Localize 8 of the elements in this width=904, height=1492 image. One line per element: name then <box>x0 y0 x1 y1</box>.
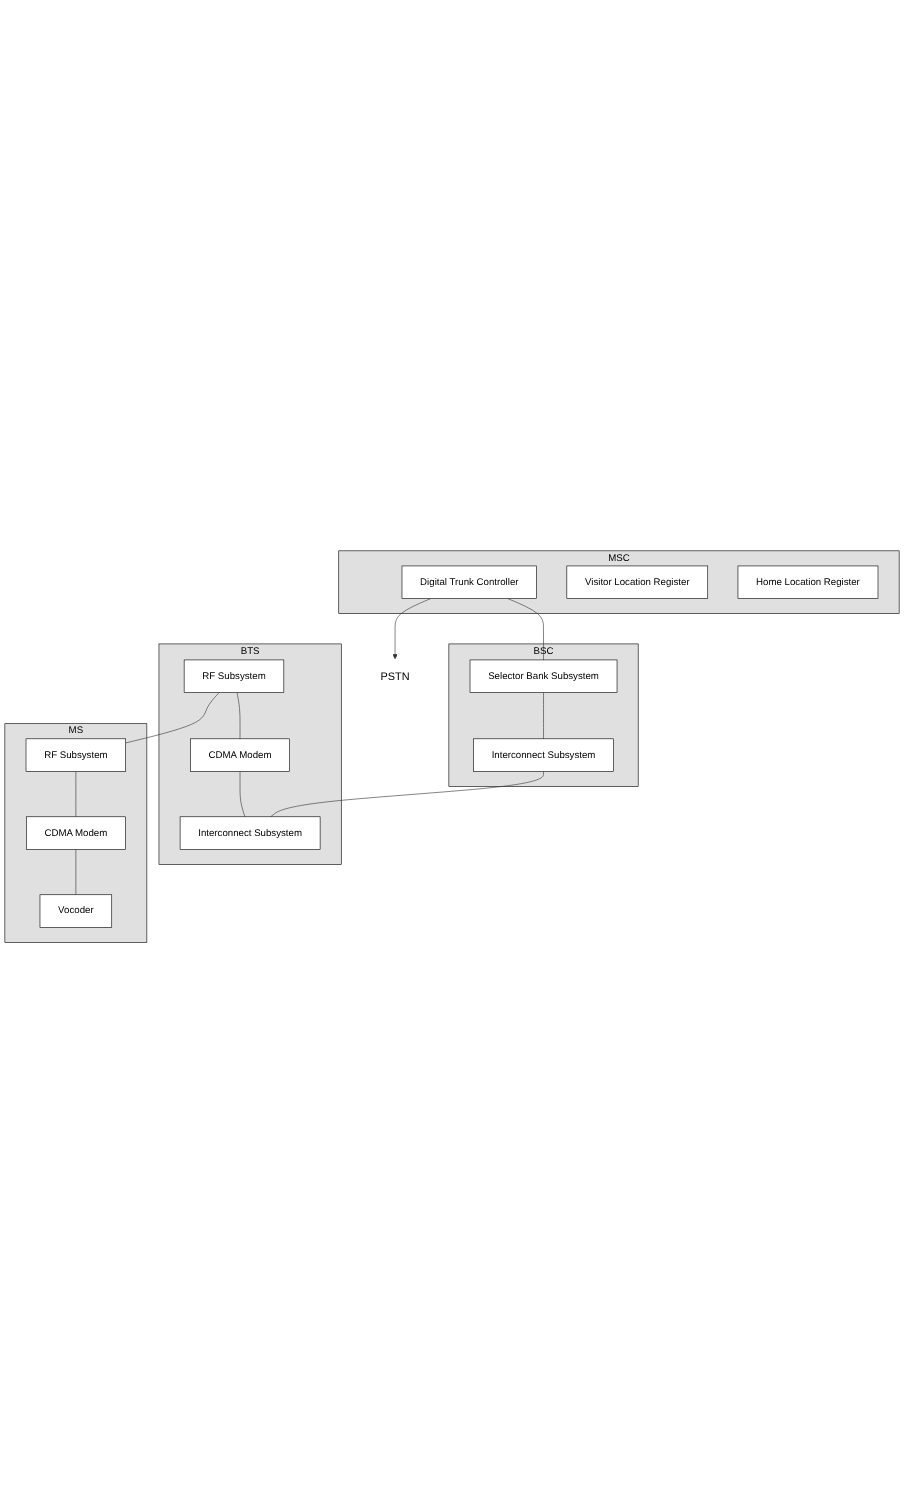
connector <box>507 597 544 660</box>
connector <box>239 770 246 817</box>
connector <box>75 770 77 817</box>
connector <box>270 770 544 817</box>
connector <box>75 848 77 895</box>
connector <box>543 691 544 739</box>
connector <box>125 691 220 743</box>
connector <box>236 691 241 739</box>
